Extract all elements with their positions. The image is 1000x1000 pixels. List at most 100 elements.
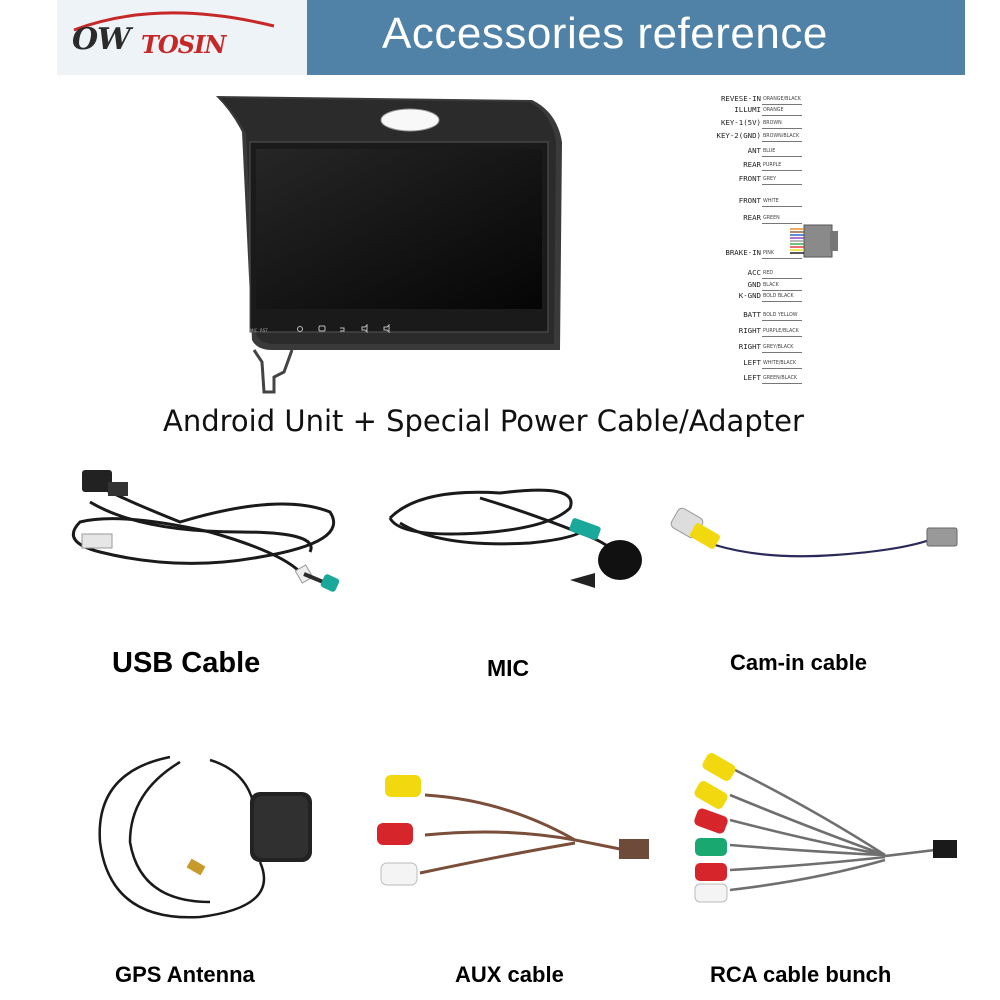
wire-line [762,115,802,116]
wire-color-label: GREY/BLACK [763,345,794,350]
wire-color-label: GREEN [763,216,780,221]
wire-line [762,383,802,384]
wire-label: ACC [747,268,761,277]
wire-label: KEY-1(5V) [720,118,761,127]
wire-line [762,104,802,105]
wire-label: FRONT [738,196,761,205]
wire-label: LEFT [743,373,761,382]
wire-color-label: BLACK [763,283,779,288]
wire-label: RIGHT [738,342,761,351]
wire-label: RIGHT [738,326,761,335]
cam-in-cable-label: Cam-in cable [730,650,867,675]
wire-line [762,184,802,185]
aux-cable-image [377,775,649,886]
brand-logo: OW TOSIN [57,0,307,75]
main-caption: Android Unit + Special Power Cable/Adapt… [163,404,804,438]
wire-color-label: PURPLE [763,163,782,168]
wire-label: BATT [743,310,761,319]
banner-title: Accessories reference [382,9,828,58]
aux-cable-label: AUX cable [455,962,564,987]
wire-label: ANT [747,146,761,155]
header-banner: OW TOSIN Accessories reference [57,0,965,75]
rca-white-icon [694,883,728,903]
wire-line [762,258,802,259]
wire-color-label: BROWN [763,121,782,126]
wire-line [762,223,802,224]
wire-line [762,290,802,291]
rca-green-jack-icon [320,574,340,592]
power-icon [297,326,303,332]
wire-line [762,352,802,353]
wire-label: LEFT [743,358,761,367]
yellow-rca-icon [689,523,721,549]
mic-image [388,488,642,588]
wire-label: FRONT [738,174,761,183]
wire-line [762,141,802,142]
cam-in-cable-image [670,507,958,558]
wire-line [762,368,802,369]
wire-color-label: PURPLE/BLACK [763,329,799,334]
gold-connector-icon [186,858,206,876]
wire-label: BRAKE-IN [725,248,761,257]
wire-line [762,170,802,171]
mic-label: MIC [487,655,530,681]
wire-label: REVESE-IN [720,94,761,103]
mic-head-icon [598,540,642,580]
wire-label: K-GND [738,291,761,300]
wire-color-label: BROWN/BLACK [763,134,800,139]
aux-connector-icon [619,839,649,859]
power-connector-icon [790,224,838,258]
wire-line [762,128,802,129]
logo-ow-text: OW [72,22,131,57]
rca-red-1-icon [694,808,728,834]
rca-cable-bunch-label: RCA cable bunch [710,962,892,987]
usb-cable-label: USB Cable [112,647,261,679]
wire-label: REAR [743,213,761,222]
wire-color-label: ORANGE/BLACK [763,97,801,102]
wire-color-label: BOLD BLACK [763,294,794,299]
cam-connector-icon [926,527,958,547]
rca-cable-bunch-image [694,753,957,903]
wire-label: KEY-2(GND) [716,131,762,140]
wire-line [762,206,802,207]
android-head-unit: MIC RST [216,96,562,394]
usb-plug-icon [82,470,112,492]
mounting-bracket [252,349,294,394]
wire-label: ILLUMI [734,105,761,114]
wire-color-label: WHITE [763,199,779,204]
mic-clip-icon [570,573,595,588]
wire-line [762,320,802,321]
wire-line [762,301,802,302]
wire-line [762,278,802,279]
wire-color-label: RED [763,271,774,276]
wire-label: GND [747,280,761,289]
wire-color-label: GREEN/BLACK [763,376,798,381]
white-rca-icon [380,862,418,886]
wire-color-label: GREY [763,177,777,182]
wire-color-label: BLUE [763,149,776,154]
logo-swoosh-icon [73,11,275,32]
gps-antenna-label: GPS Antenna [115,962,255,987]
wire-color-label: PINK [763,251,775,256]
rst-button-label: RST [260,328,268,333]
volume-up-icon [361,323,368,334]
yellow-rca-icon [385,775,421,797]
wire-line [762,336,802,337]
rca-green-icon [695,838,727,856]
wire-color-label: WHITE/BLACK [763,361,797,366]
wire-color-label: ORANGE [763,108,784,113]
mic-button-label: MIC [250,328,258,333]
logo-tosin-text: TOSIN [141,30,226,59]
rca-yellow-1-icon [702,753,736,781]
red-rca-icon [377,823,413,845]
rca-yellow-2-icon [694,781,728,809]
wire-line [762,156,802,157]
usb-cable-image [71,470,340,592]
home-icon [318,325,326,332]
rca-red-2-icon [695,863,727,881]
rca-connector-icon [933,840,957,858]
volume-down-icon [383,323,390,334]
wire-label: REAR [743,160,761,169]
wire-color-label: BOLD YELLOW [763,313,798,318]
